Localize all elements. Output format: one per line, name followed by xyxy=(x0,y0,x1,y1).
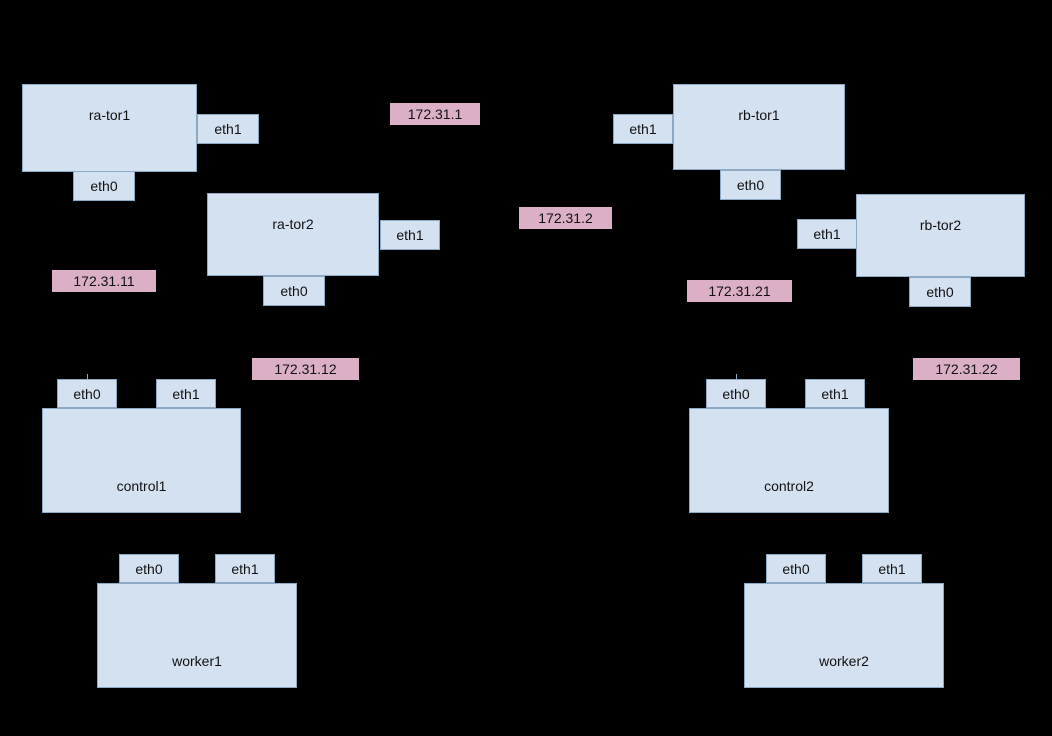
iface-ra-tor2-eth0-label: eth0 xyxy=(280,283,308,299)
node-control1[interactable]: control1 xyxy=(42,408,241,513)
iface-worker2-eth1-label: eth1 xyxy=(878,560,906,577)
node-rb-tor2-label: rb-tor2 xyxy=(919,217,962,233)
subnet-label-172-31-2: 172.31.2 xyxy=(519,207,612,229)
iface-worker2-eth1[interactable]: eth1 xyxy=(862,554,922,583)
iface-rb-tor1-eth0-label: eth0 xyxy=(736,177,765,193)
iface-control1-eth1-label: eth1 xyxy=(172,385,200,402)
subnet-172-31-22-text: 172.31.22 xyxy=(935,361,998,377)
node-ra-tor1[interactable]: ra-tor1 xyxy=(22,84,197,172)
iface-control2-eth0[interactable]: eth0 xyxy=(706,379,766,408)
iface-ra-tor1-eth0[interactable]: eth0 xyxy=(73,171,135,201)
subnet-172-31-2-text: 172.31.2 xyxy=(538,210,593,226)
iface-rb-tor2-eth1-label: eth1 xyxy=(813,226,841,242)
node-control2-label: control2 xyxy=(764,478,814,494)
node-ra-tor1-label: ra-tor1 xyxy=(88,107,131,123)
iface-ra-tor2-eth0[interactable]: eth0 xyxy=(263,276,325,306)
iface-rb-tor1-eth1[interactable]: eth1 xyxy=(613,114,673,144)
node-worker2-label: worker2 xyxy=(819,653,869,669)
iface-worker1-eth0-label: eth0 xyxy=(135,560,163,577)
subnet-172-31-11-text: 172.31.11 xyxy=(73,273,135,289)
node-rb-tor1-label: rb-tor1 xyxy=(738,107,780,123)
iface-rb-tor2-eth0-label: eth0 xyxy=(926,284,954,300)
iface-worker1-eth1-label: eth1 xyxy=(231,560,259,577)
node-control1-label: control1 xyxy=(116,478,167,494)
node-rb-tor1[interactable]: rb-tor1 xyxy=(673,84,845,170)
subnet-label-172-31-11: 172.31.11 xyxy=(52,270,156,292)
iface-control1-eth0[interactable]: eth0 xyxy=(57,379,117,408)
iface-ra-tor2-eth1-label: eth1 xyxy=(396,227,424,243)
subnet-172-31-1-text: 172.31.1 xyxy=(407,106,463,122)
node-worker2[interactable]: worker2 xyxy=(744,583,944,688)
iface-ra-tor1-eth0-label: eth0 xyxy=(90,178,118,194)
stub-control2-eth0 xyxy=(736,374,737,379)
iface-ra-tor2-eth1[interactable]: eth1 xyxy=(380,220,440,250)
node-rb-tor2[interactable]: rb-tor2 xyxy=(856,194,1025,277)
iface-rb-tor1-eth0[interactable]: eth0 xyxy=(720,170,781,200)
iface-worker2-eth0-label: eth0 xyxy=(782,560,810,577)
subnet-172-31-12-text: 172.31.12 xyxy=(274,361,337,377)
iface-control1-eth1[interactable]: eth1 xyxy=(156,379,216,408)
iface-worker1-eth1[interactable]: eth1 xyxy=(215,554,275,583)
iface-control1-eth0-label: eth0 xyxy=(73,385,101,402)
iface-rb-tor2-eth0[interactable]: eth0 xyxy=(909,277,971,307)
iface-rb-tor1-eth1-label: eth1 xyxy=(629,121,657,137)
subnet-label-172-31-22: 172.31.22 xyxy=(913,358,1020,380)
node-control2[interactable]: control2 xyxy=(689,408,889,513)
subnet-label-172-31-1: 172.31.1 xyxy=(390,103,480,125)
iface-worker1-eth0[interactable]: eth0 xyxy=(119,554,179,583)
iface-control2-eth1[interactable]: eth1 xyxy=(805,379,865,408)
node-ra-tor2-label: ra-tor2 xyxy=(272,216,314,232)
subnet-label-172-31-21: 172.31.21 xyxy=(687,280,792,302)
node-worker1-label: worker1 xyxy=(172,653,222,669)
subnet-label-172-31-12: 172.31.12 xyxy=(252,358,359,380)
node-worker1[interactable]: worker1 xyxy=(97,583,297,688)
stub-control1-eth0 xyxy=(87,374,88,379)
iface-control2-eth1-label: eth1 xyxy=(821,385,849,402)
iface-ra-tor1-eth1-label: eth1 xyxy=(214,121,242,137)
iface-rb-tor2-eth1[interactable]: eth1 xyxy=(797,219,857,249)
iface-control2-eth0-label: eth0 xyxy=(722,385,750,402)
node-ra-tor2[interactable]: ra-tor2 xyxy=(207,193,379,276)
iface-ra-tor1-eth1[interactable]: eth1 xyxy=(197,114,259,144)
subnet-172-31-21-text: 172.31.21 xyxy=(708,283,771,299)
iface-worker2-eth0[interactable]: eth0 xyxy=(766,554,826,583)
